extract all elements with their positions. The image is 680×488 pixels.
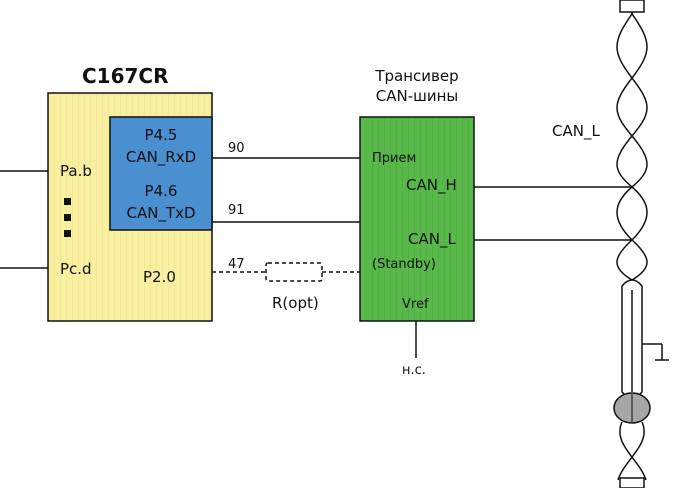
pin-label-pa-b: Pa.b (60, 162, 92, 180)
pin-number-90: 90 (228, 141, 245, 156)
transceiver-pin-rx: Прием (372, 151, 417, 166)
ellipsis-dots (64, 198, 72, 246)
shielded-cable (621, 279, 669, 399)
twisted-pair-bus (616, 0, 648, 281)
transceiver-block (359, 116, 475, 322)
vref-nc-label: н.с. (402, 363, 426, 378)
port-rx-line2: CAN_RxD (125, 148, 197, 166)
pin-label-p2-0: P2.0 (143, 268, 176, 286)
resistor-label: R(opt) (272, 294, 319, 312)
mcu-title: C167CR (82, 64, 169, 88)
port-tx-line1: P4.6 (144, 182, 178, 200)
port-rx-line1: P4.5 (144, 126, 178, 144)
can-port-block (109, 116, 213, 231)
bus-label-can-l: CAN_L (552, 122, 600, 140)
port-tx-line2: CAN_TxD (126, 204, 196, 222)
transceiver-pin-vref: Vref (402, 297, 429, 312)
transceiver-pin-standby: (Standby) (372, 257, 436, 272)
pin-number-47: 47 (228, 257, 245, 272)
transceiver-pin-can-h: CAN_H (406, 176, 457, 194)
transceiver-title-line1: Трансивер (375, 67, 459, 85)
pin-label-pc-d: Pc.d (60, 260, 92, 278)
transceiver-pin-can-l: CAN_L (408, 230, 456, 248)
twisted-pair-bottom (617, 421, 647, 488)
resistor-opt (265, 262, 323, 282)
pin-number-91: 91 (228, 203, 245, 218)
transceiver-title-line2: CAN-шины (375, 87, 459, 105)
